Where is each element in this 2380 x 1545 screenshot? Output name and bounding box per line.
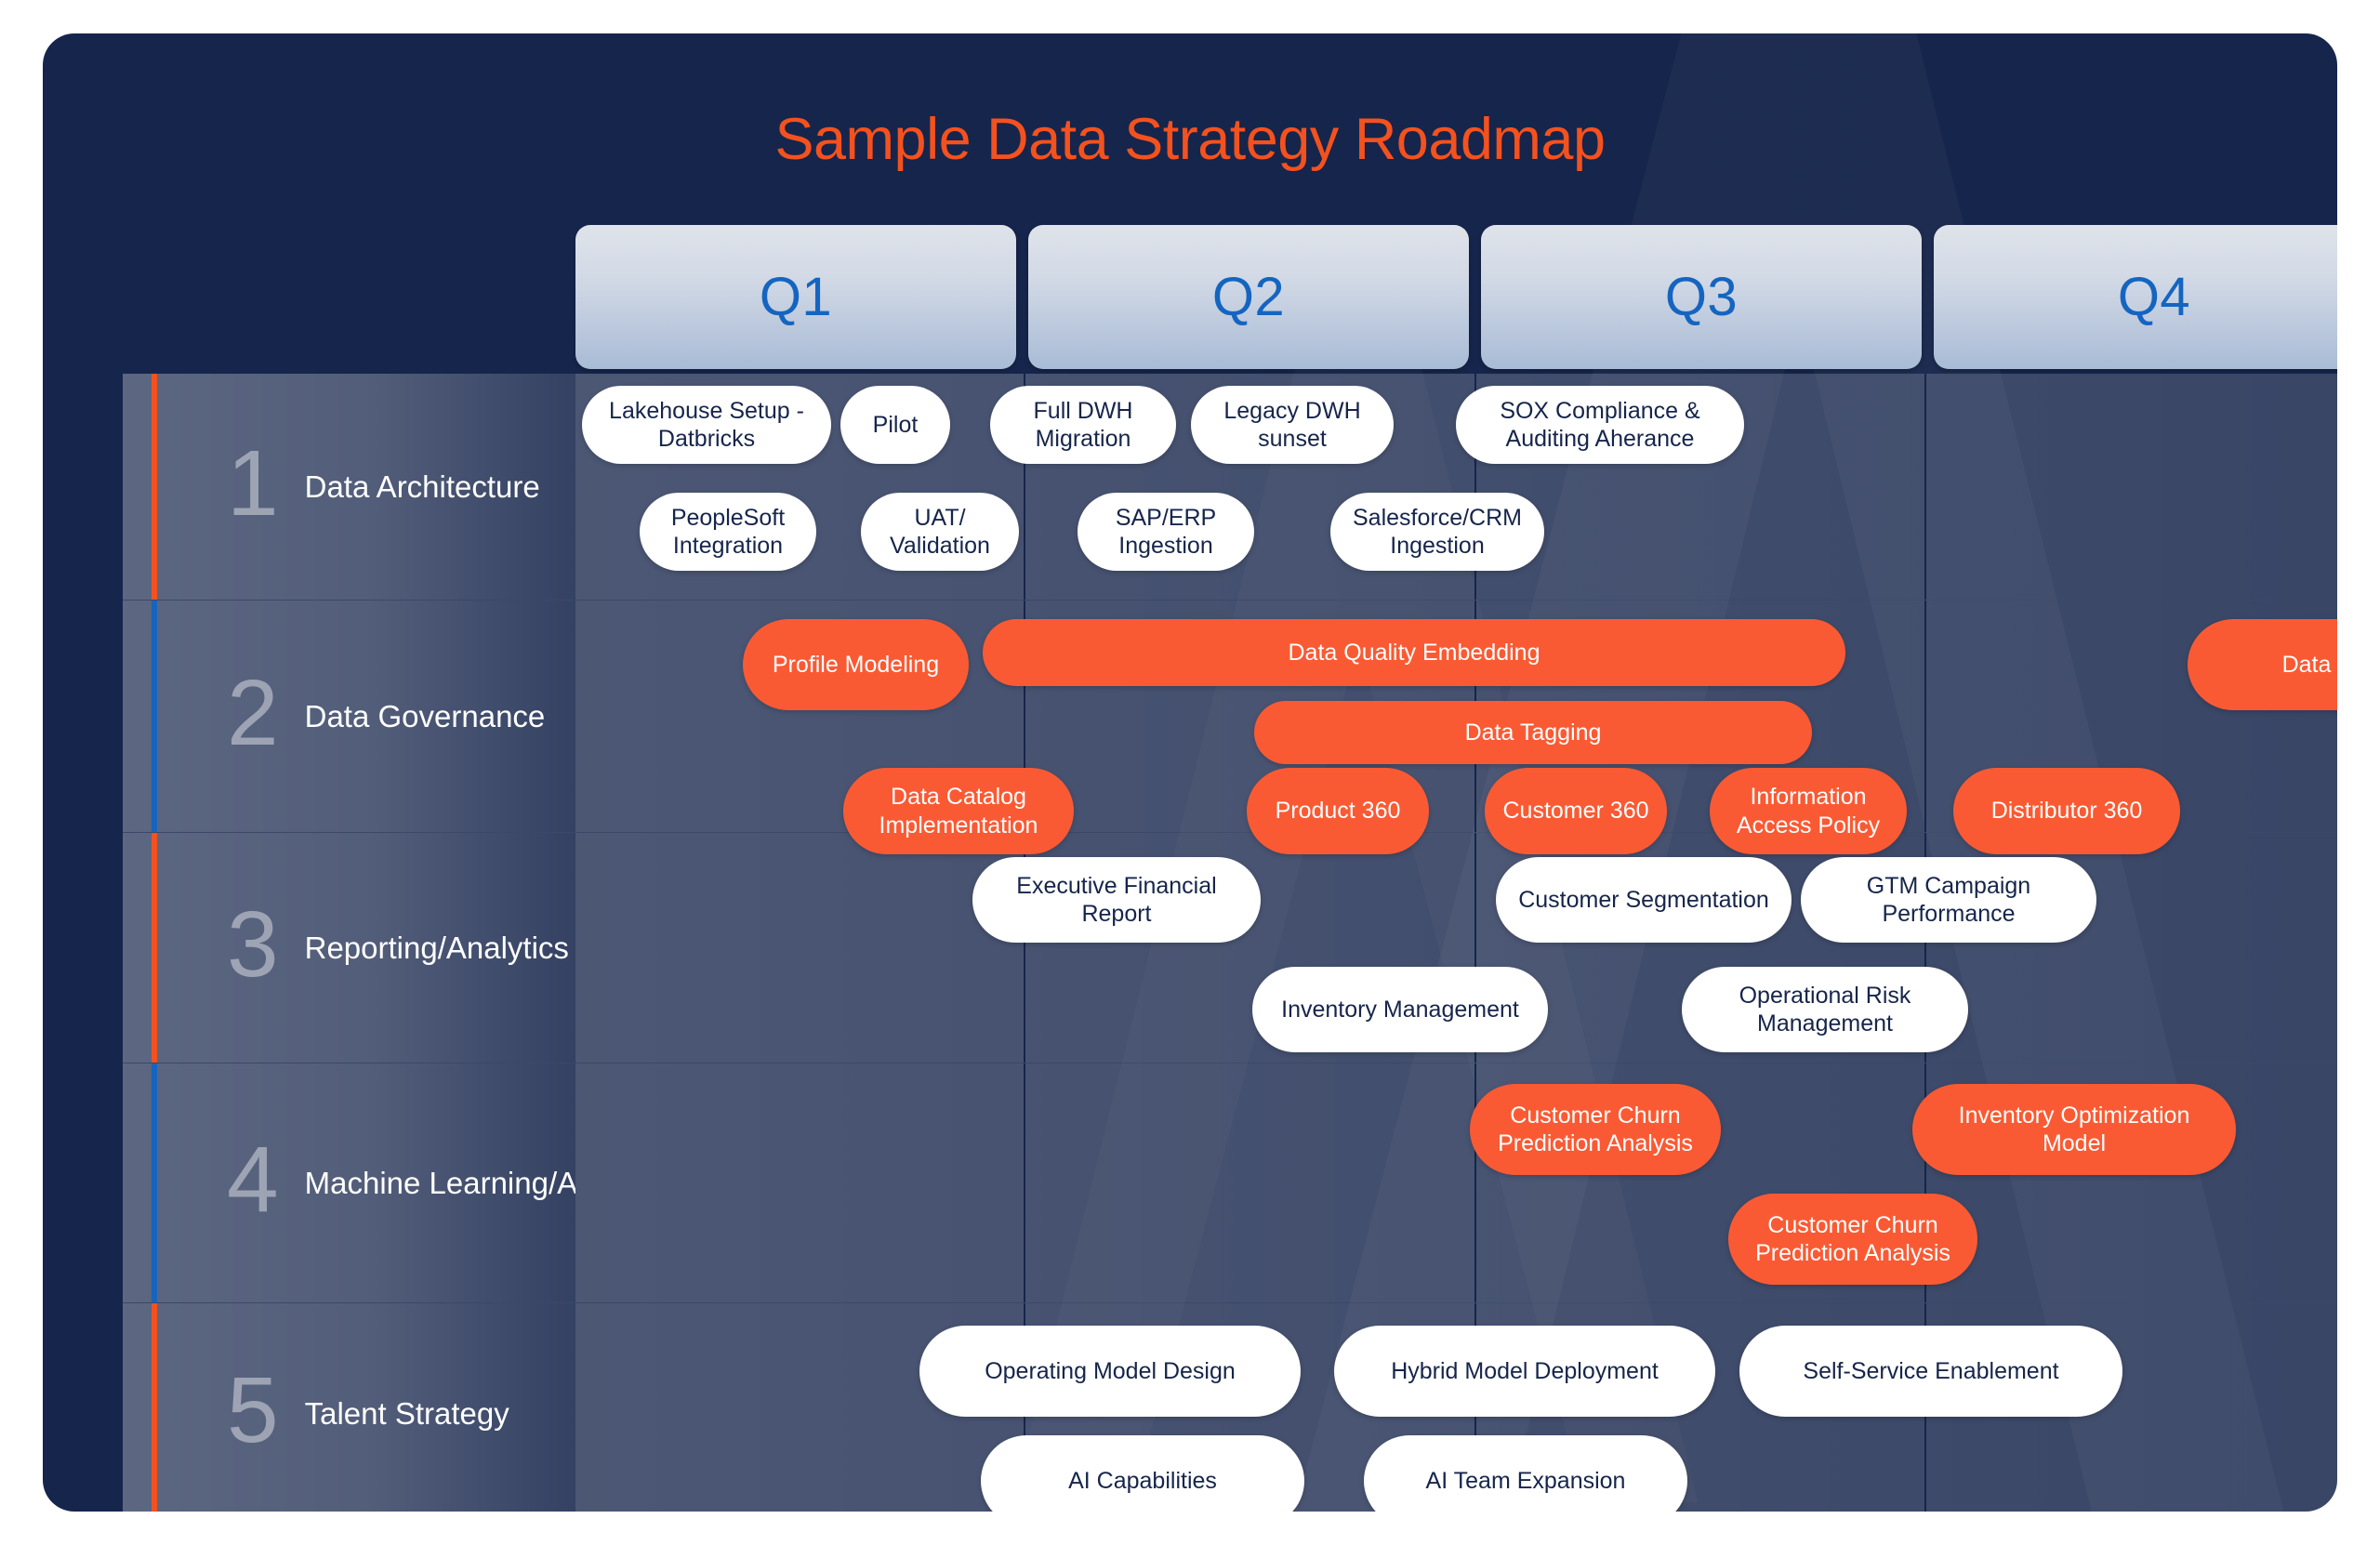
- milestone-operational-risk-management[interactable]: Operational Risk Management: [1682, 967, 1968, 1052]
- lane-1-q2: [1025, 374, 1476, 600]
- roadmap-board: Sample Data Strategy Roadmap Q1 Q2 Q3 Q4…: [43, 33, 2337, 1512]
- row-label-cell-3: 3 Reporting/Analytics: [123, 833, 575, 1063]
- milestone-sox-compliance[interactable]: SOX Compliance & Auditing Aherance: [1456, 386, 1744, 464]
- milestone-uat-validation[interactable]: UAT/ Validation: [861, 493, 1019, 571]
- quarter-header-q3[interactable]: Q3: [1481, 225, 1922, 369]
- roadmap-row-data-architecture: 1 Data Architecture Lakehouse Setup - Da…: [123, 374, 2337, 601]
- quarter-label-q1: Q1: [759, 267, 833, 327]
- row-overlay-4: Customer Churn Prediction Analysis Inven…: [575, 1063, 2337, 1302]
- row-title-2: Data Governance: [304, 698, 546, 733]
- roadmap-grid: 1 Data Architecture Lakehouse Setup - Da…: [123, 374, 2337, 1512]
- lane-2-q1: [575, 601, 1026, 832]
- row-title-4: Machine Learning/AI: [304, 1165, 575, 1200]
- milestone-customer-segmentation[interactable]: Customer Segmentation: [1496, 857, 1792, 943]
- row-title-1: Data Architecture: [304, 469, 540, 504]
- row-accent-bar-1: [152, 374, 157, 600]
- milestone-ai-capabilities[interactable]: AI Capabilities: [981, 1435, 1304, 1512]
- milestone-inventory-management[interactable]: Inventory Management: [1252, 967, 1548, 1052]
- row-number-3: 3: [227, 891, 279, 997]
- row-overlay-2: Profile Modeling Data Quality Embedding …: [575, 601, 2337, 854]
- row-accent-bar-3: [152, 833, 157, 1063]
- row-number-2: 2: [227, 660, 279, 765]
- milestone-information-access-policy[interactable]: Information Access Policy: [1710, 768, 1907, 854]
- lane-4-q1: [575, 1063, 1026, 1302]
- lane-1-q4: [1926, 374, 2337, 600]
- milestone-lakehouse-setup[interactable]: Lakehouse Setup - Datbricks: [582, 386, 831, 464]
- roadmap-row-reporting-analytics: 3 Reporting/Analytics Executive Financia…: [123, 833, 2337, 1063]
- roadmap-row-data-governance: 2 Data Governance Profile Modeling Data …: [123, 601, 2337, 854]
- milestone-product-360[interactable]: Product 360: [1247, 768, 1429, 854]
- milestone-executive-financial-report[interactable]: Executive Financial Report: [972, 857, 1261, 943]
- row-title-3: Reporting/Analytics: [304, 930, 569, 965]
- row-title-5: Talent Strategy: [304, 1396, 509, 1431]
- milestone-customer-360[interactable]: Customer 360: [1485, 768, 1667, 854]
- quarter-label-q3: Q3: [1664, 267, 1739, 327]
- milestone-inventory-optimization-model[interactable]: Inventory Optimization Model: [1912, 1084, 2236, 1175]
- quarter-header-q2[interactable]: Q2: [1028, 225, 1469, 369]
- row-label-cell-4: 4 Machine Learning/AI: [123, 1063, 575, 1302]
- row-overlay-5: Operating Model Design Hybrid Model Depl…: [575, 1303, 2337, 1512]
- row-accent-bar-5: [152, 1303, 157, 1512]
- lane-3-q1: [575, 833, 1026, 1063]
- row-overlay-1: Lakehouse Setup - Datbricks Pilot Full D…: [575, 374, 2337, 600]
- lane-3-q2: [1025, 833, 1476, 1063]
- milestone-customer-churn-prediction-q3[interactable]: Customer Churn Prediction Analysis: [1470, 1084, 1721, 1175]
- milestone-gtm-campaign-performance[interactable]: GTM Campaign Performance: [1801, 857, 2096, 943]
- lane-1-q1: [575, 374, 1026, 600]
- milestone-operating-model-design[interactable]: Operating Model Design: [919, 1326, 1301, 1417]
- milestone-customer-churn-prediction-q3b[interactable]: Customer Churn Prediction Analysis: [1728, 1194, 1977, 1285]
- milestone-sap-erp-ingestion[interactable]: SAP/ERP Ingestion: [1078, 493, 1254, 571]
- row-accent-bar-4: [152, 1063, 157, 1302]
- milestone-data-catalog-implementation[interactable]: Data Catalog Implementation: [843, 768, 1074, 854]
- row-overlay-3: Executive Financial Report Customer Segm…: [575, 833, 2337, 1063]
- quarter-header-q4[interactable]: Q4: [1934, 225, 2337, 369]
- row-number-4: 4: [227, 1127, 279, 1232]
- milestone-profile-modeling[interactable]: Profile Modeling: [743, 619, 969, 710]
- row-label-cell-5: 5 Talent Strategy: [123, 1303, 575, 1512]
- milestone-full-dwh-migration[interactable]: Full DWH Migration: [990, 386, 1176, 464]
- milestone-data-tagging-q4[interactable]: Data Tagging: [2188, 619, 2337, 710]
- row-label-cell-1: 1 Data Architecture: [123, 374, 575, 600]
- quarter-header-row: Q1 Q2 Q3 Q4: [575, 225, 2337, 369]
- milestone-legacy-dwh-sunset[interactable]: Legacy DWH sunset: [1191, 386, 1394, 464]
- milestone-salesforce-crm-ingestion[interactable]: Salesforce/CRM Ingestion: [1330, 493, 1544, 571]
- lane-4-q2: [1025, 1063, 1476, 1302]
- row-label-cell-2: 2 Data Governance: [123, 601, 575, 832]
- quarter-label-q4: Q4: [2117, 267, 2191, 327]
- roadmap-row-machine-learning-ai: 4 Machine Learning/AI Customer Churn Pre…: [123, 1063, 2337, 1303]
- lane-4-q3: [1476, 1063, 1926, 1302]
- milestone-self-service-enablement[interactable]: Self-Service Enablement: [1739, 1326, 2122, 1417]
- row-number-1: 1: [227, 430, 279, 535]
- roadmap-row-talent-strategy: 5 Talent Strategy Operating Model Design…: [123, 1303, 2337, 1512]
- milestone-distributor-360[interactable]: Distributor 360: [1953, 768, 2180, 854]
- milestone-peoplesoft-integration[interactable]: PeopleSoft Integration: [640, 493, 816, 571]
- quarter-header-q1[interactable]: Q1: [575, 225, 1016, 369]
- row-accent-bar-2: [152, 601, 157, 832]
- milestone-ai-team-expansion[interactable]: AI Team Expansion: [1364, 1435, 1687, 1512]
- milestone-data-quality-embedding[interactable]: Data Quality Embedding: [983, 619, 1845, 686]
- lane-1-q3: [1476, 374, 1926, 600]
- lane-3-q3: [1476, 833, 1926, 1063]
- row-number-5: 5: [227, 1358, 279, 1462]
- milestone-pilot[interactable]: Pilot: [840, 386, 950, 464]
- milestone-data-tagging-q2q3[interactable]: Data Tagging: [1254, 701, 1812, 764]
- lane-2-q3: [1476, 601, 1926, 832]
- milestone-hybrid-model-deployment[interactable]: Hybrid Model Deployment: [1334, 1326, 1715, 1417]
- quarter-label-q2: Q2: [1211, 267, 1286, 327]
- page-title: Sample Data Strategy Roadmap: [774, 107, 1606, 172]
